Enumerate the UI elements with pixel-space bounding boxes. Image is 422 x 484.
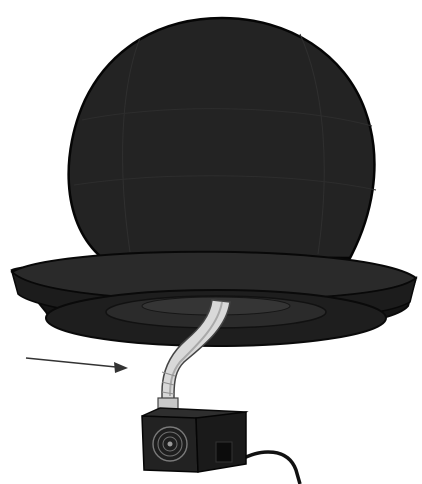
fan-side-port: [216, 442, 232, 462]
power-cable: [240, 452, 300, 484]
pointer-arrow-icon: [26, 358, 128, 373]
dome: [69, 18, 376, 258]
fan-unit: [142, 408, 246, 472]
fan-grill-icon: [153, 427, 187, 461]
